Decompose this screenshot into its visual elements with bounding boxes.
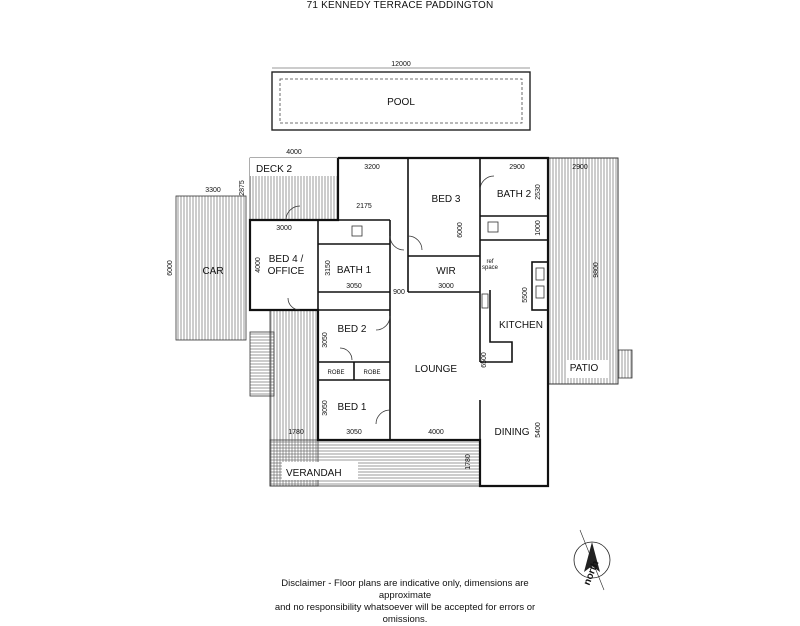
dim-patio-width: 2900 <box>572 164 588 171</box>
pool-label: POOL <box>387 97 415 108</box>
bed4-label-line1: BED 4 / <box>269 254 304 265</box>
disclaimer: Disclaimer - Floor plans are indicative … <box>255 578 555 626</box>
dim-lounge-depth: 6500 <box>481 352 488 368</box>
bath1-label: BATH 1 <box>337 265 372 276</box>
north-label: north <box>582 559 602 587</box>
wir-label: WIR <box>436 266 455 277</box>
door-swings <box>285 175 495 425</box>
bed2-label: BED 2 <box>338 324 367 335</box>
dim-verandah-right: 1780 <box>465 454 472 470</box>
dim-deck-width: 4000 <box>286 149 302 156</box>
pool <box>271 67 531 131</box>
robe-right-label: ROBE <box>363 370 380 376</box>
dim-bed4-depth: 4000 <box>255 257 262 273</box>
bath2-label: BATH 2 <box>497 189 532 200</box>
fixtures <box>351 221 545 309</box>
dim-bed3-depth: 6000 <box>457 222 464 238</box>
dining-label: DINING <box>495 427 530 438</box>
dim-bed2-depth: 3050 <box>322 332 329 348</box>
robe-left-label: ROBE <box>327 370 344 376</box>
house-walls <box>248 156 550 488</box>
dim-lounge-width: 4000 <box>428 429 444 436</box>
carport <box>175 195 247 341</box>
dim-bed1-width: 3050 <box>346 429 362 436</box>
car-label: CAR <box>202 266 223 277</box>
dim-bed4-width: 3000 <box>276 225 292 232</box>
north-arrow <box>573 529 611 591</box>
dim-patio-depth: 9800 <box>593 262 600 278</box>
dim-verandah-left: 1780 <box>288 429 304 436</box>
kitchen-label: KITCHEN <box>499 320 543 331</box>
ref-label-line2: space <box>482 265 499 271</box>
dim-hall-width: 900 <box>393 289 405 296</box>
ref-label-line1: ref <box>486 259 493 265</box>
patio-label: PATIO <box>570 363 599 374</box>
dim-deck-depth: 2875 <box>239 180 246 196</box>
dim-bath1-side: 3150 <box>325 260 332 276</box>
dim-bath2-depth: 2530 <box>535 184 542 200</box>
dim-bed3-width: 3200 <box>364 164 380 171</box>
dim-pool-width: 12000 <box>391 61 411 68</box>
dim-bed1-depth: 3050 <box>322 400 329 416</box>
patio <box>547 157 633 385</box>
deck-2 <box>249 157 339 221</box>
disclaimer-line-2: and no responsibility whatsoever will be… <box>274 602 536 625</box>
plan-title: 71 KENNEDY TERRACE PADDINGTON <box>306 0 494 11</box>
verandah <box>249 309 481 487</box>
dim-bath1-width: 3050 <box>346 283 362 290</box>
deck2-label: DECK 2 <box>256 164 293 175</box>
dim-bath2-lower: 1000 <box>535 220 542 236</box>
dim-car-depth: 6000 <box>167 260 174 276</box>
floor-plan: POOL DECK 2 CAR BED 4 / OFFICE BATH 1 BE… <box>167 61 633 591</box>
verandah-label: VERANDAH <box>286 468 342 479</box>
lounge-label: LOUNGE <box>415 364 458 375</box>
bed1-label: BED 1 <box>338 402 367 413</box>
bed3-label: BED 3 <box>432 194 461 205</box>
bed4-label-line2: OFFICE <box>268 266 305 277</box>
dim-bath1-top: 2175 <box>356 203 372 210</box>
dim-car-width: 3300 <box>205 187 221 194</box>
dim-wir-width: 3000 <box>438 283 454 290</box>
interior-walls <box>249 158 549 440</box>
dim-kitchen-depth: 5500 <box>522 287 529 303</box>
dim-bath2-width: 2900 <box>509 164 525 171</box>
dim-dining-depth: 5400 <box>535 422 542 438</box>
disclaimer-line-1: Disclaimer - Floor plans are indicative … <box>281 578 529 601</box>
